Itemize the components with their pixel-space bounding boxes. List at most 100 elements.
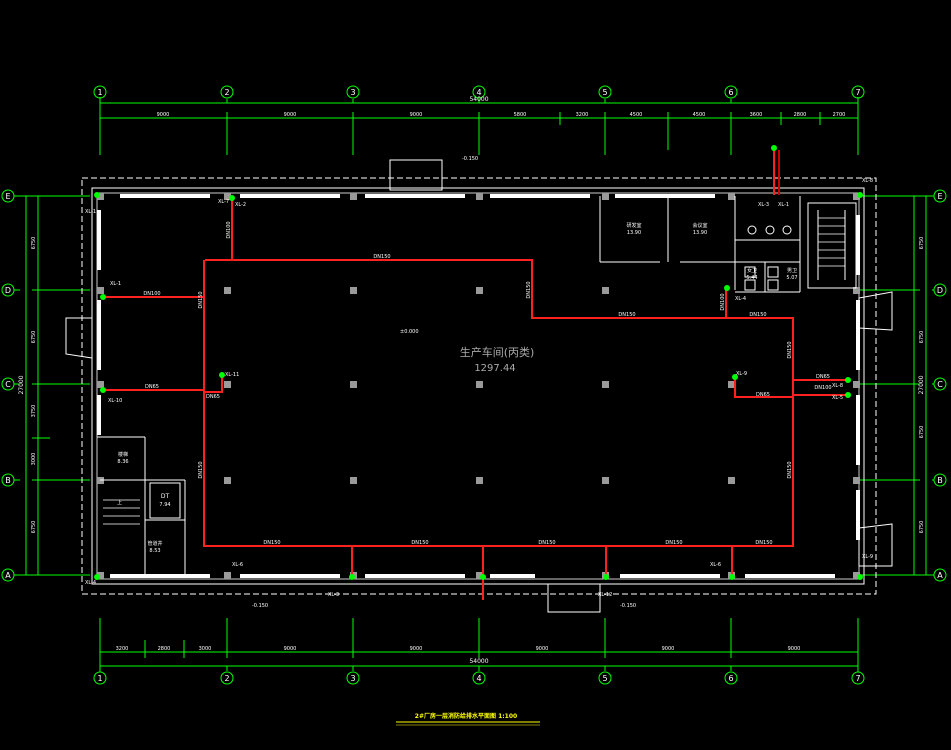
dimension-lines (20, 97, 932, 672)
riser-xl4: XL-4 (735, 296, 746, 302)
axis-bubble-col-2: 2 (220, 85, 234, 99)
axis-label-row: B (5, 476, 11, 485)
dimension-span: 3200 (576, 112, 589, 118)
column (602, 381, 609, 388)
stair-room-area: 8.36 (117, 459, 128, 465)
axis-label-row: B (937, 476, 943, 485)
pipe-size-left-3: DN65 (206, 394, 220, 400)
dimension-span: 3000 (31, 453, 37, 466)
pipe-size-vert-7: DN100 (720, 293, 726, 310)
workshop-area: 1297.44 (474, 363, 515, 374)
dimension-span: 2800 (794, 112, 807, 118)
column (97, 572, 104, 579)
entrance-projections (65, 159, 893, 613)
axis-label-col: 4 (476, 88, 481, 97)
riser-xl11: XL-11 (225, 372, 239, 378)
column (476, 193, 483, 200)
elevation-bottom-left: -0.150 (252, 603, 268, 609)
axis-bubble-col-1: 1 (93, 671, 107, 685)
column (728, 193, 735, 200)
axis-leaders (99, 99, 859, 671)
pipe-size-right-3: DN65 (756, 392, 770, 398)
axis-label-col: 3 (350, 674, 355, 683)
column (97, 381, 104, 388)
column (853, 477, 860, 484)
riser-xl6: XL-6 (232, 562, 243, 568)
column (853, 572, 860, 579)
axis-label-row: A (937, 571, 943, 580)
column (97, 193, 104, 200)
dimension-span: 2800 (158, 646, 171, 652)
toilet2-name: 男卫 (787, 268, 797, 274)
riser-xl6b: XL-6 (710, 562, 721, 568)
axis-label-col: 4 (476, 674, 481, 683)
shaft-name: 管道井 (147, 540, 162, 547)
pipe-size-left-1: DN100 (143, 291, 160, 297)
pipe-size-bottom-4: DN150 (665, 540, 682, 546)
axis-label-row: E (937, 192, 942, 201)
riser-xl9b: XL-9 (862, 554, 873, 560)
axis-label-col: 2 (224, 674, 229, 683)
axis-bubble-row-C: C (1, 377, 15, 391)
riser-xl10: XL-10 (108, 398, 122, 404)
axis-bubble-row-B: B (933, 473, 947, 487)
axis-label-col: 1 (97, 674, 102, 683)
stair-room-name: 楼梯 (118, 451, 128, 458)
column (853, 381, 860, 388)
riser-xl2: XL-2 (235, 202, 246, 208)
dimension-span: 6750 (919, 237, 925, 250)
dimension-span: 9000 (157, 112, 170, 118)
dimension-span: 3750 (31, 405, 37, 418)
axis-bubble-col-6: 6 (724, 671, 738, 685)
stair-up-label: 上 (117, 499, 122, 506)
column (224, 287, 231, 294)
column (476, 477, 483, 484)
axis-label-col: 5 (602, 88, 607, 97)
riser-xl8: XL-8 (832, 383, 843, 389)
dimension-span: 3000 (199, 646, 212, 652)
pipe-size-vert-4: DN150 (787, 341, 793, 358)
toilet1-name: 女卫 (747, 267, 757, 274)
elevation-zero: ±0.000 (400, 329, 419, 335)
column (853, 193, 860, 200)
axis-label-col: 5 (602, 674, 607, 683)
riser-xl3: XL-3 (328, 592, 339, 598)
window-strips (97, 194, 860, 578)
pipe-size-right-1: DN65 (816, 374, 830, 380)
dimension-span: 6750 (919, 521, 925, 534)
riser-xl5: XL-5 (832, 395, 843, 401)
dimension-span: 4500 (630, 112, 643, 118)
dimension-span: 6750 (31, 521, 37, 534)
axis-bubble-row-D: D (933, 283, 947, 297)
pipe-size-bottom-5: DN150 (755, 540, 772, 546)
riser-xl8b: XL-8 (862, 178, 873, 184)
pipe-size-right-2: DN100 (814, 385, 831, 391)
column (224, 572, 231, 579)
axis-label-col: 1 (97, 88, 102, 97)
axis-bubble-col-7: 7 (851, 671, 865, 685)
dimension-span: 3600 (750, 112, 763, 118)
axis-label-col: 2 (224, 88, 229, 97)
interior-rooms (97, 196, 857, 575)
stair-treads (103, 217, 845, 525)
riser-xl3b: XL-3 (758, 202, 769, 208)
column (224, 477, 231, 484)
column (224, 381, 231, 388)
axis-bubble-row-B: B (1, 473, 15, 487)
shaft-area: 8.53 (149, 548, 160, 554)
axis-bubble-row-A: A (1, 568, 15, 582)
toilet1-area: 5.44 (746, 275, 757, 281)
axis-bubble-row-E: E (933, 189, 947, 203)
riser-xl9: XL-9 (736, 371, 747, 377)
pipe-size-vert-2: DN150 (198, 461, 204, 478)
riser-xl7: XL-7 (218, 199, 229, 205)
axis-label-col: 6 (728, 88, 733, 97)
axis-label-row: C (5, 380, 11, 389)
dimension-span: 6750 (31, 237, 37, 250)
axis-bubble-row-A: A (933, 568, 947, 582)
